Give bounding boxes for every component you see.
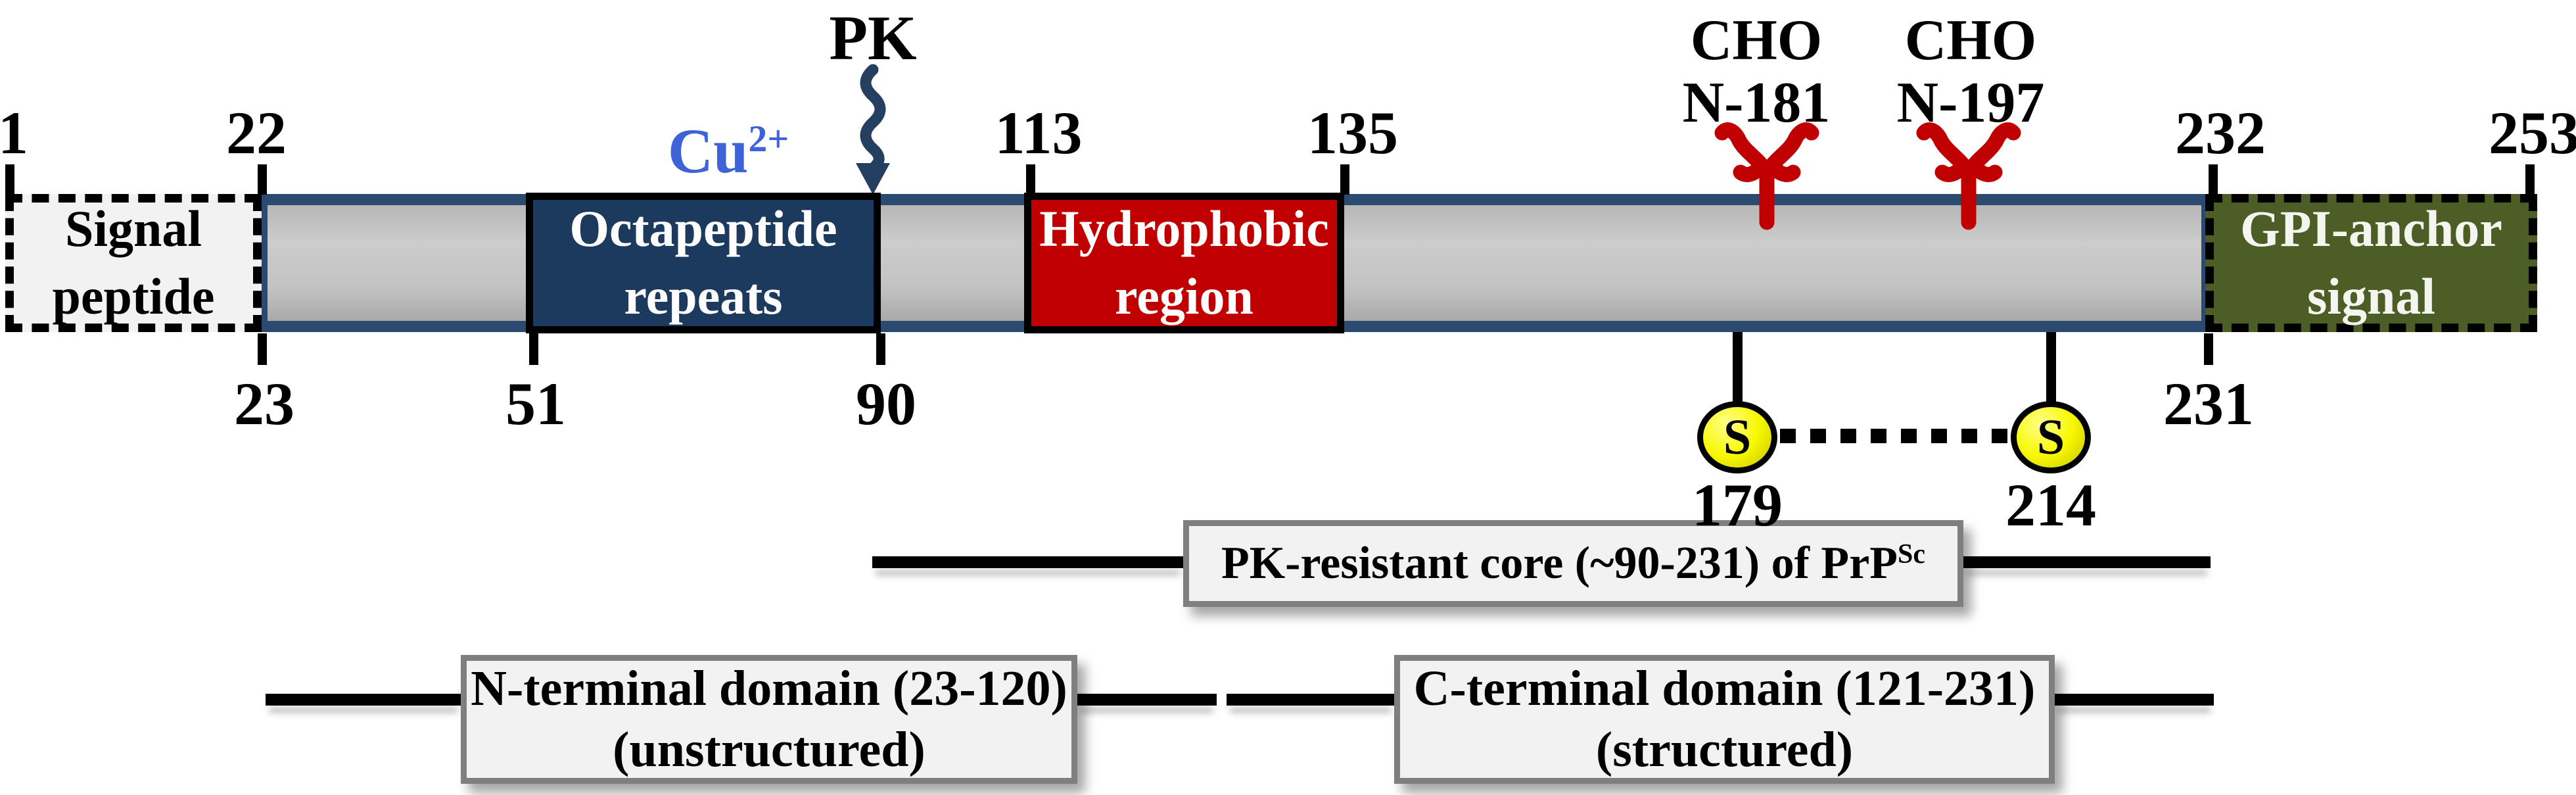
cho-n197-label: CHO N-197 — [1897, 9, 2045, 134]
region-label-line: peptide — [52, 268, 215, 325]
core-bracket-line-left — [872, 556, 1183, 568]
copper-text: Cu — [667, 116, 749, 186]
residue-label-135: 135 — [1307, 99, 1398, 166]
n-terminal-domain-box: N-terminal domain (23-120) (unstructured… — [461, 655, 1077, 784]
region-octapeptide-repeats: Octapeptide repeats — [526, 193, 881, 333]
n-terminal-label-line: (unstructured) — [613, 722, 925, 777]
copper-binding-label: Cu2+ — [668, 120, 789, 183]
core-bracket-line-right — [1963, 556, 2211, 568]
n-terminal-label-line: N-terminal domain (23-120) — [471, 661, 1067, 717]
region-label-line: region — [1115, 268, 1253, 325]
nterm-line-left — [266, 694, 461, 706]
residue-label-23: 23 — [234, 370, 294, 437]
region-label-line: signal — [2307, 268, 2436, 325]
tick-232 — [2209, 164, 2218, 195]
glycan-icon — [1714, 122, 1819, 230]
cho-text: CHO — [1690, 9, 1823, 72]
region-label-line: Signal — [64, 200, 202, 258]
residue-label-179: 179 — [1692, 471, 1783, 539]
c-terminal-domain-box: C-terminal domain (121-231) (structured) — [1394, 655, 2055, 784]
domain-line-middle-left — [1077, 694, 1217, 706]
sulfur-symbol: S — [2036, 409, 2065, 465]
region-label-line: repeats — [624, 268, 783, 325]
tick-1 — [5, 164, 14, 195]
region-label-line: Octapeptide — [569, 200, 837, 258]
region-hydrophobic: Hydrophobic region — [1024, 193, 1344, 333]
pk-cleavage-arrow-icon — [856, 64, 890, 195]
residue-label-113: 113 — [995, 99, 1083, 166]
sulfur-symbol: S — [1723, 409, 1752, 465]
disulfide-dotted-bond — [1780, 429, 2010, 443]
cho-text: CHO — [1904, 9, 2037, 72]
domain-line-middle-right — [1227, 694, 1394, 706]
tick-51 — [529, 333, 538, 365]
residue-label-253: 253 — [2489, 99, 2576, 166]
tick-90 — [876, 333, 885, 365]
residue-label-90: 90 — [856, 370, 916, 437]
region-label-line: Hydrophobic — [1039, 200, 1329, 258]
c-terminal-label-line: (structured) — [1595, 722, 1854, 777]
copper-superscript: 2+ — [748, 118, 789, 160]
residue-label-22: 22 — [226, 99, 287, 166]
pk-resistant-core-label: PK-resistant core (~90-231) of PrPSc — [1221, 541, 1925, 587]
pk-label: PK — [829, 3, 917, 73]
residue-label-214: 214 — [2005, 471, 2096, 539]
core-text: PK-resistant core (~90-231) of PrP — [1221, 538, 1898, 589]
residue-label-231: 231 — [2163, 370, 2254, 437]
tick-231 — [2204, 333, 2213, 365]
region-label-line: GPI-anchor — [2240, 200, 2502, 258]
tick-135 — [1340, 164, 1349, 195]
region-signal-peptide: Signal peptide — [5, 194, 262, 332]
core-superscript: Sc — [1898, 539, 1926, 569]
residue-label-51: 51 — [505, 370, 566, 437]
cho-residue: N-197 — [1896, 71, 2045, 135]
c-terminal-label-line: C-terminal domain (121-231) — [1413, 661, 2036, 717]
region-gpi-anchor: GPI-anchor signal — [2205, 194, 2537, 332]
tick-113 — [1026, 164, 1035, 195]
tick-23 — [258, 333, 267, 365]
tick-253 — [2525, 164, 2535, 195]
glycan-icon — [1916, 122, 2021, 230]
tick-22 — [258, 164, 267, 195]
pk-resistant-core-box: PK-resistant core (~90-231) of PrPSc — [1183, 520, 1963, 607]
cho-n181-label: CHO N-181 — [1683, 9, 1831, 134]
residue-label-1: 1 — [0, 99, 28, 166]
disulfide-stem-left — [1733, 332, 1743, 404]
sulfur-right: S — [2011, 401, 2091, 473]
sulfur-left: S — [1697, 401, 1777, 473]
disulfide-stem-right — [2046, 332, 2056, 404]
cterm-line-right — [2055, 694, 2214, 706]
residue-label-232: 232 — [2175, 99, 2266, 166]
